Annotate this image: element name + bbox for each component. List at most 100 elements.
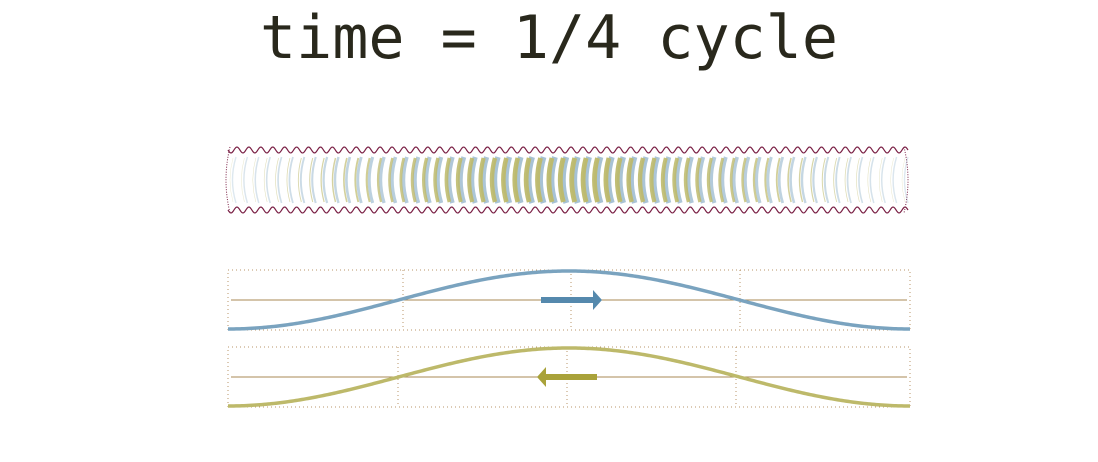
ring-olive [878,157,883,203]
ring-olive [478,157,486,203]
ring-blue [525,156,535,204]
title: time = 1/4 cycle [260,3,838,73]
ring-blue [754,156,762,204]
arrow-right-icon [541,290,602,310]
ring-blue [457,156,467,204]
ring-olive [580,157,589,203]
ring-olive [263,157,268,203]
ring-blue [412,156,421,204]
ring-blue [674,156,683,204]
tube-top-wall [227,146,909,154]
ring-olive [867,157,872,203]
ring-olive [649,157,657,203]
ring-olive [672,157,680,203]
ring-blue [766,156,773,204]
ring-blue [835,156,841,204]
ring-olive [388,157,394,203]
ring-blue [480,156,490,204]
ring-olive [444,157,452,203]
ring-olive [433,157,440,203]
ring-olive [856,157,860,203]
backward-wave-panel [227,346,911,408]
ring-blue [231,156,237,204]
ring-blue [378,156,386,204]
ring-blue [356,156,363,204]
forward-wave-panel [227,269,911,331]
ring-blue [697,156,706,204]
ring-olive [787,157,792,203]
ring-olive [660,157,668,203]
ring-olive [455,157,463,203]
ring-blue [869,156,875,204]
ring-blue [800,156,807,204]
ring-olive [343,157,348,203]
ring-olive [706,157,713,203]
ring-olive [626,157,634,203]
ring-blue [311,156,317,204]
ring-blue [265,156,271,204]
ring-olive [637,157,646,203]
forward-wave-curve [228,269,910,331]
ring-olive [489,157,498,203]
ring-olive [798,157,804,203]
ring-blue [708,156,717,204]
ring-olive [569,157,578,203]
ring-olive [729,157,736,203]
ring-blue [322,156,329,204]
ring-blue [880,156,886,204]
ring-blue [846,156,852,204]
ring-olive [275,157,279,203]
ring-olive [695,157,702,203]
ring-blue [514,156,524,204]
tube-left-end [225,146,231,214]
ring-blue [662,156,672,204]
ring-olive [523,157,532,203]
ring-olive [297,157,302,203]
ring-olive [764,157,770,203]
ring-blue [892,156,898,204]
ring-olive [421,157,429,203]
ring-blue [548,156,558,204]
ring-blue [423,156,432,204]
ring-olive [718,157,725,203]
ring-blue [639,156,649,204]
ring-blue [651,156,660,204]
ring-blue [582,156,592,204]
ring-olive [399,157,406,203]
ring-blue [401,156,409,204]
ring-olive [775,157,781,203]
ring-blue [731,156,739,204]
ring-olive [557,157,566,203]
ring-olive [286,157,291,203]
ring-blue [299,156,306,204]
ring-blue [685,156,694,204]
ring-blue [777,156,785,204]
ring-olive [229,157,234,203]
ring-blue [243,156,249,204]
backward-wave-curve [228,346,910,408]
ring-olive [376,157,383,203]
ring-olive [614,157,623,203]
ring-blue [823,156,830,204]
arrow-left-icon [537,367,597,387]
ring-blue [812,156,818,204]
ring-olive [844,157,849,203]
ring-olive [546,157,555,203]
ring-blue [616,156,626,204]
ring-blue [789,156,796,204]
ring-blue [435,156,444,204]
ring-olive [833,157,838,203]
ring-blue [254,156,260,204]
ring-olive [309,157,314,203]
ring-blue [390,156,398,204]
ring-olive [252,157,257,203]
ring-blue [571,156,581,204]
ring-blue [903,156,909,204]
ring-olive [241,157,245,203]
ring-blue [288,156,294,204]
ring-blue [720,156,728,204]
tube-right-end [903,146,909,214]
ring-blue [605,156,615,204]
ring-olive [810,157,815,203]
